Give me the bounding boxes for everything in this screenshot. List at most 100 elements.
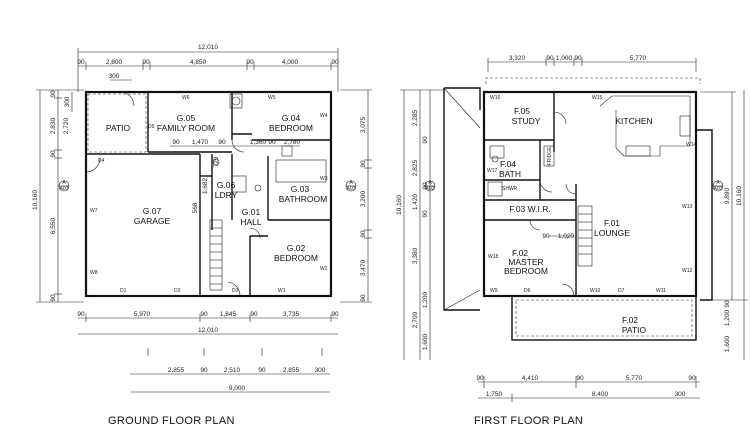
- ground-tag-w7: W7: [90, 208, 98, 214]
- first-left-overall-dim: 10,160: [396, 195, 403, 215]
- first-left-dim-5: 90: [422, 210, 429, 218]
- first-tag-w15: W15: [592, 95, 603, 101]
- ground-footing-dim-4: 2,855: [283, 367, 300, 374]
- first-section-markers: A A03 A A03: [424, 180, 724, 192]
- ground-mid-dim-0: 90: [172, 139, 180, 146]
- first-bottom2-dim-2: 300: [675, 391, 686, 398]
- ground-tag-d4: D4: [98, 158, 105, 164]
- first-room-master-b: BEDROOM: [504, 266, 548, 276]
- first-section-ref-right: A03: [714, 186, 723, 192]
- first-right-dim-0: 90: [724, 300, 731, 308]
- ground-stair-dim-0: 1,682: [202, 177, 209, 194]
- ground-floor-plan: 12,010 90 2,800 90 4,850 90 4,000 90 300…: [32, 44, 372, 427]
- first-inner-dimensions: 90 1,020: [542, 233, 574, 240]
- ground-mid-dim-4: 90: [268, 139, 276, 146]
- first-floor-plan: 3,320 90 1,000 90 5,770 10,160 2,285 90 …: [396, 55, 748, 427]
- ground-left-overall-dim: 10,160: [32, 190, 39, 210]
- first-section-mark-right: A: [716, 180, 720, 186]
- first-bottom-dim-3: 5,770: [626, 375, 643, 382]
- ground-inner-dimensions: 90 1,470 90 1,360 90 2,780 1,682 568 729: [170, 139, 301, 213]
- ground-footing-dim-1: 90: [200, 367, 208, 374]
- first-bottom2-dim-0: 1,750: [486, 391, 503, 398]
- ground-opening-tags: W6 W5 W4 W3 W2 W1 W7 W8 D1 D2 D3 D4 D5: [90, 95, 328, 294]
- ground-left-small-dim: 300: [64, 96, 71, 107]
- ground-stair-dim-2: 729: [213, 156, 220, 167]
- ground-footing-dim-5: 300: [315, 367, 326, 374]
- first-bottom-dim-4: 90: [688, 375, 696, 382]
- first-room-bath: BATH: [499, 169, 521, 179]
- ground-footing-overall-dim: 9,000: [229, 385, 246, 392]
- ground-bottom-dim-3: 1,845: [220, 311, 237, 318]
- ground-tag-w1: W1: [278, 288, 286, 294]
- ground-stair-dim-1: 568: [192, 202, 199, 213]
- first-section-ref-left: A03: [426, 186, 435, 192]
- ground-top-dimensions: 12,010 90 2,800 90 4,850 90 4,000 90 300: [77, 44, 339, 92]
- ground-tag-d1: D1: [120, 288, 127, 294]
- first-tag-d6: D6: [524, 288, 531, 294]
- first-room-labels: F.05 STUDY KITCHEN F.04 BATH SHWR F.03 W…: [499, 106, 653, 335]
- first-room-wir: F.03 W.I.R.: [509, 204, 551, 214]
- ground-top-dim-4: 90: [246, 59, 254, 66]
- ground-floor-title: GROUND FLOOR PLAN: [108, 415, 235, 427]
- ground-section-mark-left: A: [62, 180, 66, 186]
- first-room-patio: PATIO: [622, 325, 647, 335]
- first-room-fridge: FRIDGE: [547, 146, 553, 166]
- ground-mid-dim-1: 1,470: [192, 139, 209, 146]
- ground-right-dimensions: 3,075 90 3,200 90 3,470 90: [340, 89, 372, 303]
- ground-tag-w2: W2: [320, 266, 328, 272]
- ground-room-family: FAMILY ROOM: [157, 123, 215, 133]
- first-left-dim-4: 1,420: [412, 193, 419, 210]
- ground-walls: [84, 90, 333, 298]
- ground-tag-w5: W5: [268, 95, 276, 101]
- first-left-dim-9: 1,600: [422, 333, 429, 350]
- first-room-master-a: MASTER: [508, 257, 543, 267]
- first-wir-dim-1: 1,020: [558, 233, 575, 240]
- ground-bottom-dim-0: 90: [77, 311, 85, 318]
- first-opening-tags: W16 W15 W14 W13 W12 W11 W10 W9 W17 W18 D…: [487, 95, 697, 294]
- ground-top-overall-dim: 12,010: [198, 44, 218, 51]
- first-left-dim-0: 2,285: [412, 109, 419, 126]
- ground-room-family-code: G.05: [177, 113, 196, 123]
- ground-right-dim-3: 90: [360, 230, 367, 238]
- ground-tag-d2: D2: [174, 288, 181, 294]
- ground-room-patio: PATIO: [106, 123, 131, 133]
- first-tag-w9: W9: [490, 288, 498, 294]
- ground-room-ldry-code: G.06: [217, 180, 236, 190]
- first-room-patio-code: F.02: [622, 315, 638, 325]
- ground-top-dim-5: 4,000: [282, 59, 299, 66]
- first-left-dim-6: 3,380: [412, 247, 419, 264]
- first-tag-w16: W16: [490, 95, 501, 101]
- ground-room-bed2-code: G.02: [287, 243, 306, 253]
- first-top-dim-2: 1,000: [556, 55, 573, 62]
- ground-footing-dim-3: 90: [258, 367, 266, 374]
- ground-right-dim-1: 90: [360, 160, 367, 168]
- ground-room-hall-code: G.01: [242, 207, 261, 217]
- ground-bottom-dim-2: 90: [200, 311, 208, 318]
- ground-top-dim-2: 90: [142, 59, 150, 66]
- first-right-dim-2: 1,600: [724, 335, 731, 352]
- first-section-mark-left: A: [428, 180, 432, 186]
- ground-left-dim-1: 2,830: [50, 117, 57, 134]
- first-top-dim-3: 90: [574, 55, 582, 62]
- first-left-dimensions: 10,160 2,285 90 2,825 90 1,420 90 3,380 …: [396, 89, 444, 360]
- ground-tag-w8: W8: [90, 270, 98, 276]
- ground-section-markers: A A03 A A03: [58, 180, 357, 192]
- ground-footing-dim-2: 2,510: [224, 367, 241, 374]
- ground-bottom-dim-6: 90: [331, 311, 339, 318]
- ground-bottom-dim-5: 3,735: [283, 311, 300, 318]
- first-left-dim-8: 2,700: [412, 311, 419, 328]
- first-bottom-dimensions: 90 4,410 90 5,770 90 1,750 8,400 300: [476, 375, 700, 402]
- ground-tag-w4: W4: [320, 113, 328, 119]
- ground-room-bath: BATHROOM: [279, 194, 327, 204]
- first-left-dim-7: 1,200: [422, 291, 429, 308]
- ground-left-dim-0: 90: [50, 90, 57, 98]
- first-right-dim-1: 1,200: [724, 309, 731, 326]
- ground-bottom-dim-4: 90: [250, 311, 258, 318]
- first-room-kitchen: KITCHEN: [615, 116, 652, 126]
- ground-room-ldry: LDRY: [215, 190, 238, 200]
- ground-bottom-overall-dim: 12,010: [198, 327, 218, 334]
- ground-bottom-dim-1: 5,970: [134, 311, 151, 318]
- ground-left-dim-3: 90: [50, 150, 57, 158]
- ground-tag-w3: W3: [320, 176, 328, 182]
